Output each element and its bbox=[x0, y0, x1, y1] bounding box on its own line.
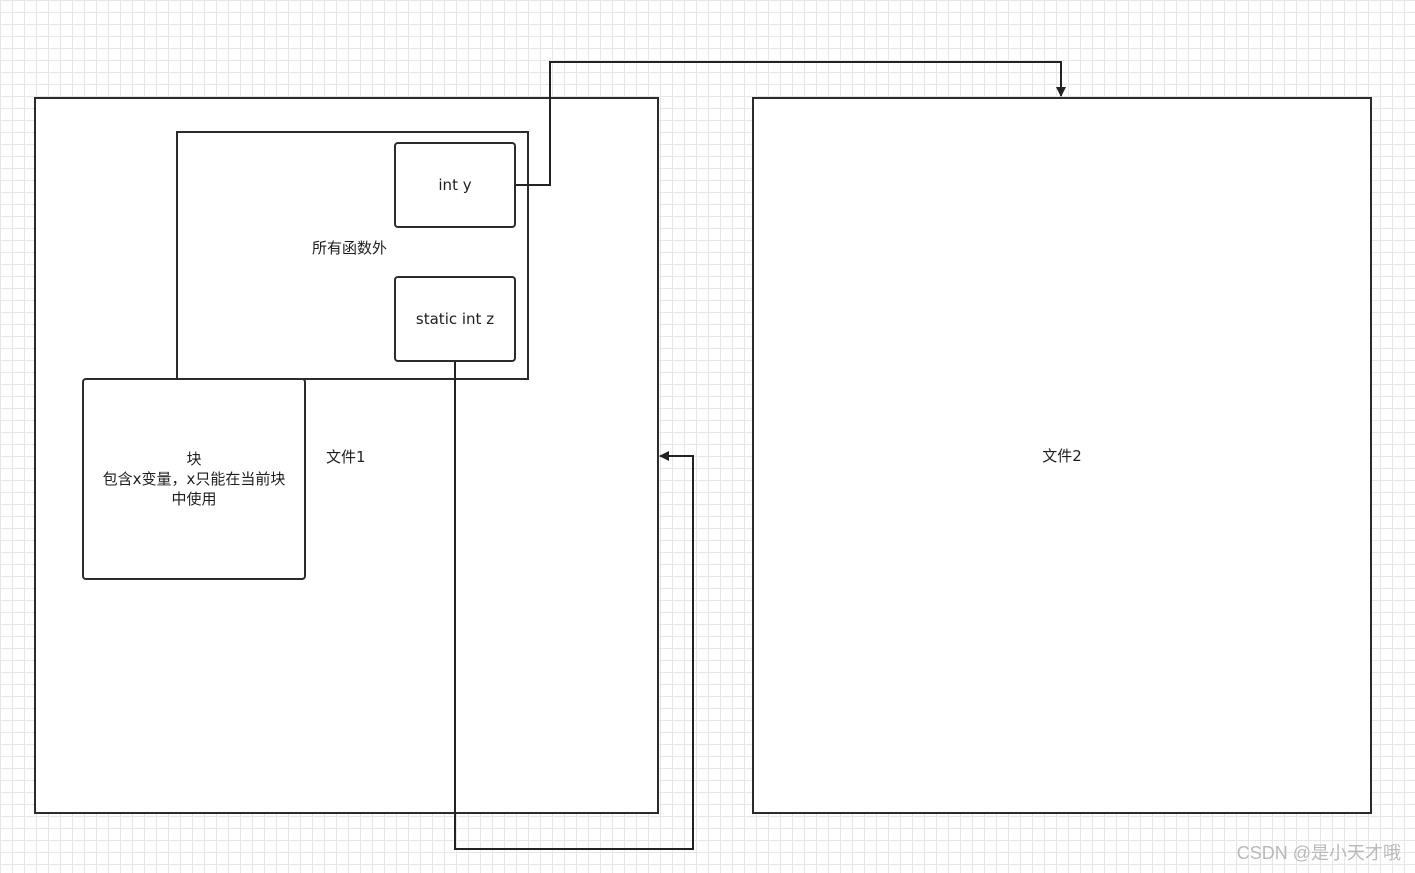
outside-functions-label: 所有函数外 bbox=[312, 239, 388, 257]
file2-label: 文件2 bbox=[1042, 446, 1082, 465]
csdn-watermark: CSDN @是小天才哦 bbox=[1236, 843, 1401, 863]
int-y-label: int y bbox=[438, 176, 472, 194]
static-int-z-box: static int z bbox=[394, 276, 516, 362]
file2-box: 文件2 bbox=[752, 97, 1372, 814]
int-y-box: int y bbox=[394, 142, 516, 228]
static-int-z-label: static int z bbox=[415, 310, 495, 328]
block-box: 块 包含x变量，x只能在当前块 中使用 bbox=[82, 378, 306, 580]
block-label-line1: 块 bbox=[186, 450, 202, 468]
block-label-line2: 包含x变量，x只能在当前块 bbox=[102, 470, 286, 488]
block-text: 块 包含x变量，x只能在当前块 中使用 bbox=[103, 449, 286, 509]
file1-label: 文件1 bbox=[326, 448, 366, 466]
block-label-line3: 中使用 bbox=[171, 490, 217, 508]
